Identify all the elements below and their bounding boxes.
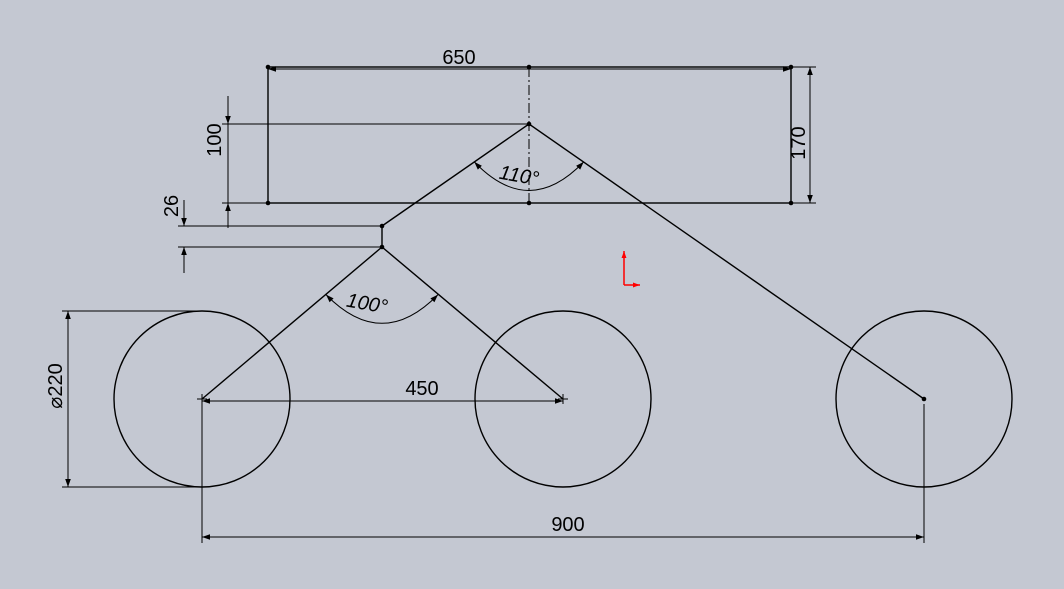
dimension-rect-width[interactable]: 650 [268,47,791,72]
dimension-diameter[interactable]: ⌀220 [45,310,202,488]
sketch-point[interactable] [526,200,532,206]
line-joint-to-left-wheel[interactable] [201,246,383,400]
dimension-diameter-label: ⌀220 [45,363,67,408]
dimension-small-offset-label: 26 [161,195,183,217]
dimension-apex-angle-upper-label: 110° [497,162,540,191]
dimension-pivot-offset[interactable]: 100 [204,96,529,228]
dimension-rect-width-label: 650 [442,47,475,69]
dimension-rect-height[interactable]: 170 [788,66,816,204]
line-joint-to-middle-wheel[interactable] [381,246,564,400]
dimension-apex-angle-upper[interactable]: 110° [473,161,585,191]
dimension-small-offset[interactable]: 26 [161,195,382,273]
sketch-point[interactable] [921,396,927,402]
dimension-spacing-outer-label: 900 [551,514,584,536]
dimension-apex-angle-lower[interactable]: 100° [325,290,439,324]
dimension-spacing-inner[interactable]: 450 [202,378,563,404]
dimension-pivot-offset-label: 100 [204,123,226,156]
origin-axes-icon [621,251,640,288]
dimension-spacing-inner-label: 450 [405,378,438,400]
dimension-spacing-outer[interactable]: 900 [201,404,925,543]
line-pivot-to-right-wheel[interactable] [528,123,925,400]
line-pivot-to-joint[interactable] [381,123,530,227]
dimension-rect-height-label: 170 [788,126,810,159]
